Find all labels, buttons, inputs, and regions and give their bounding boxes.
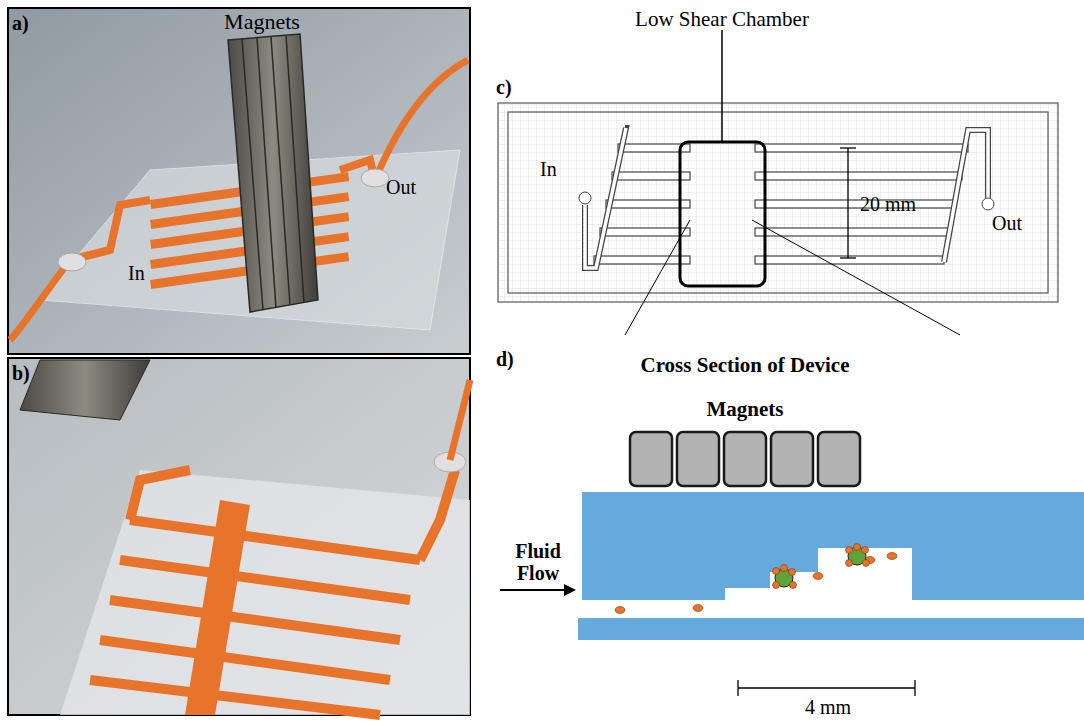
part-label: Magnets xyxy=(224,10,300,34)
dimension-label: 4 mm xyxy=(805,696,851,718)
port-label: In xyxy=(540,158,557,180)
port-label: Out xyxy=(992,212,1022,234)
chamber-label: Low Shear Chamber xyxy=(635,8,809,31)
cross-section-d xyxy=(500,432,1084,696)
flow-label: Fluid Flow xyxy=(503,540,573,584)
part-label: Magnets xyxy=(707,398,784,421)
panel-letter: d) xyxy=(496,348,514,370)
port-label: In xyxy=(128,262,145,284)
photo-b xyxy=(8,358,470,715)
port-label: Out xyxy=(386,176,416,198)
panel-letter: c) xyxy=(496,76,512,98)
dimension-label: 20 mm xyxy=(860,193,916,215)
panel-letter: a) xyxy=(12,12,29,34)
panel-letter: b) xyxy=(12,362,30,384)
schematic-c xyxy=(498,30,1058,335)
section-title: Cross Section of Device xyxy=(641,354,850,377)
photo-a xyxy=(8,8,470,354)
